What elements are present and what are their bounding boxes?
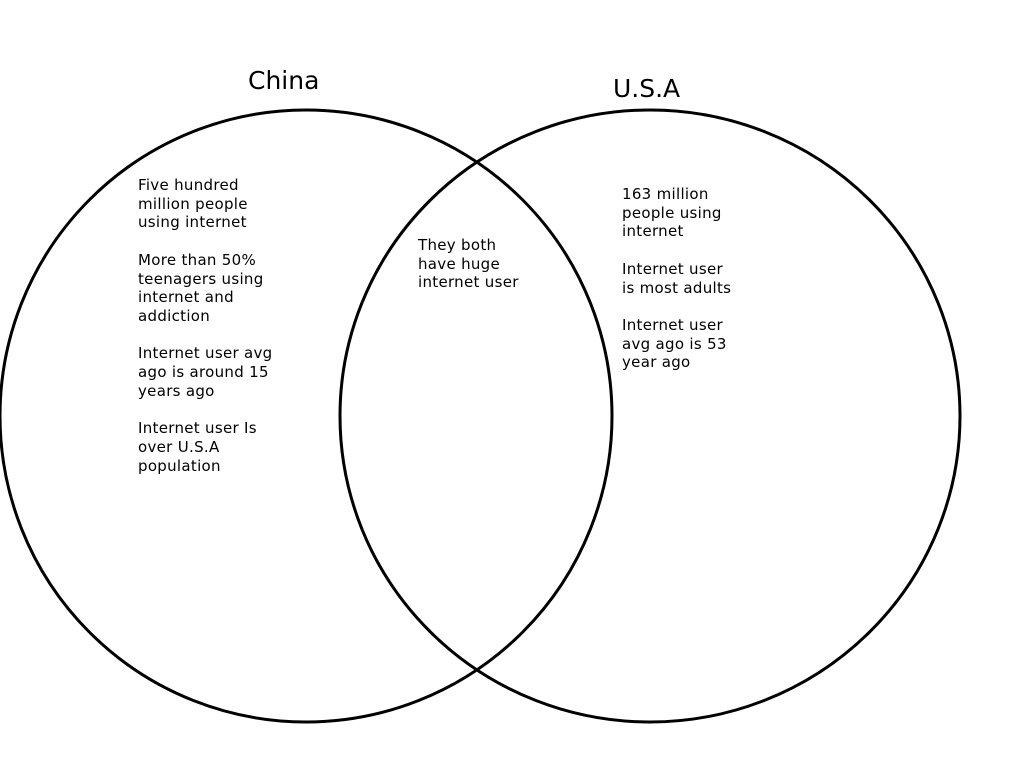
intersection-region: They both have huge internet user	[418, 236, 578, 292]
china-item: Internet user avg ago is around 15 years…	[138, 344, 273, 400]
usa-title: U.S.A	[613, 74, 681, 103]
usa-item: Internet user avg ago is 53 year ago	[622, 315, 727, 372]
china-title: China	[248, 66, 320, 95]
china-item: More than 50% teenagers using internet a…	[138, 250, 264, 325]
china-circle	[0, 108, 614, 724]
china-item: Internet user Is over U.S.A population	[138, 419, 257, 475]
china-only-region: Five hundred million people using intern…	[138, 176, 328, 475]
usa-item: 163 million people using internet	[622, 185, 722, 241]
intersection-item: They both have huge internet user	[418, 236, 519, 292]
china-item: Five hundred million people using intern…	[138, 176, 248, 232]
usa-only-region: 163 million people using internet Intern…	[622, 185, 792, 372]
usa-item: Internet user is most adults	[622, 259, 732, 297]
usa-circle	[338, 108, 962, 724]
